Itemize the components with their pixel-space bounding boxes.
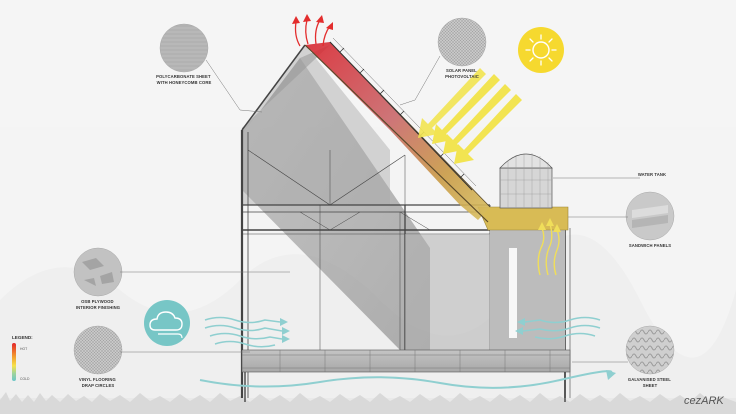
- legend-cold: COLD: [20, 377, 30, 381]
- solar-label: SOLAR PANEL PHOTOVOLTAIC: [445, 68, 479, 79]
- brand-logo: cezARK: [684, 395, 724, 407]
- legend-hot: HOT: [20, 347, 27, 351]
- temperature-legend: LEGEND: HOT COLD: [12, 335, 33, 381]
- solar-thumbnail: [437, 17, 487, 67]
- wind-arrows-left: [204, 316, 283, 348]
- sun-icon: [518, 27, 564, 73]
- leader-lines: [120, 55, 640, 363]
- sandwich-label: SANDWICH PANELS: [629, 243, 671, 248]
- interior-wall-gray: [405, 234, 490, 350]
- osb-label: OSB PLYWOOD INTERIOR FINISHING: [76, 299, 120, 310]
- wind-cloud-icon: [144, 300, 190, 346]
- gable-interior: [242, 45, 390, 205]
- warm-air-arrows: [537, 223, 560, 276]
- grass-ground: [0, 392, 736, 414]
- roof-sandwich-panel: [477, 206, 569, 231]
- legend-gradient-bar: [12, 343, 16, 381]
- osb-thumbnail: [73, 247, 123, 297]
- water-tank: [499, 153, 553, 209]
- sunlight-shadow: [242, 58, 430, 350]
- legend-title: LEGEND:: [12, 335, 33, 340]
- hot-air-arrowheads: [292, 14, 333, 30]
- stilts: [244, 372, 566, 402]
- wind-arrows-right: [522, 316, 601, 340]
- door-opening: [509, 248, 517, 338]
- sandwich-thumbnail: [625, 191, 675, 241]
- ground-wind-wave: [199, 370, 613, 389]
- house-frame: [240, 44, 571, 398]
- vinyl-thumbnail: [73, 325, 123, 375]
- floor-slab: [241, 349, 571, 373]
- sun-ray-arrows: [418, 68, 522, 164]
- floor-joists: [242, 350, 570, 372]
- polycarbonate-label: POLYCARBONATE SHEET WITH HONEYCOMB CORE: [156, 74, 212, 85]
- vinyl-label: VINYL FLOORING DRAP CIRCLES: [79, 377, 117, 388]
- galvanised-label: GALVANISED STEEL SHEET: [628, 377, 672, 388]
- water-tank-label: WATER TANK: [638, 172, 666, 177]
- polycarbonate-roof: [305, 42, 490, 220]
- sandwich-wall-panel: [490, 230, 565, 350]
- polycarbonate-thumbnail: [159, 23, 209, 73]
- galvanised-thumbnail: [625, 325, 675, 375]
